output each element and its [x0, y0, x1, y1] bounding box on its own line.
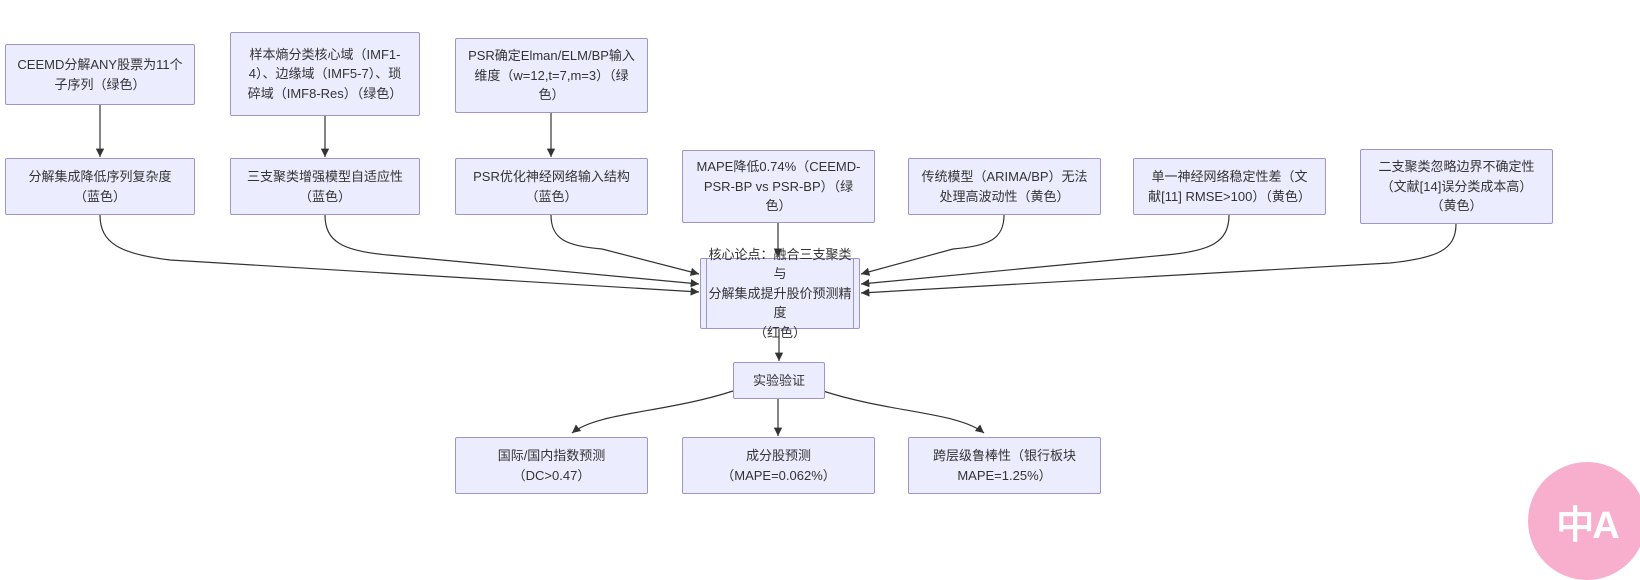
- edge-experiment-to-robustness: [822, 390, 985, 434]
- node-three-way-benefit: 三支聚类增强模型自适应性 （蓝色）: [230, 158, 420, 215]
- edge-experiment-to-index: [571, 390, 734, 434]
- node-sample-entropy: 样本熵分类核心域（IMF1- 4）、边缘域（IMF5-7）、琐 碎域（IMF8-…: [230, 32, 420, 116]
- node-psr-optimization: PSR优化神经网络输入结构 （蓝色）: [455, 158, 648, 215]
- node-decomposition-benefit: 分解集成降低序列复杂度 （蓝色）: [5, 158, 195, 215]
- translate-button-label: 中A: [1556, 504, 1619, 547]
- edge-psropt-to-core: [550, 214, 700, 276]
- translate-button[interactable]: 中A: [1528, 462, 1640, 580]
- node-robustness: 跨层级鲁棒性（银行板块 MAPE=1.25%）: [908, 437, 1101, 494]
- node-traditional-limit: 传统模型（ARIMA/BP）无法 处理高波动性（黄色）: [908, 158, 1101, 215]
- node-experiment-validation: 实验验证: [733, 362, 825, 399]
- edge-twoway-to-core: [860, 223, 1457, 297]
- node-psr-input-dim: PSR确定Elman/ELM/BP输入 维度（w=12,t=7,m=3）（绿 色…: [455, 38, 648, 113]
- node-single-nn-limit: 单一神经网络稳定性差（文 献[11] RMSE>100）（黄色）: [1133, 158, 1326, 215]
- node-two-way-limit: 二支聚类忽略边界不确定性 （文献[14]误分类成本高） （黄色）: [1360, 149, 1553, 224]
- node-core-thesis: 核心论点：融合三支聚类与 分解集成提升股价预测精度 （红色）: [700, 247, 860, 340]
- node-mape-reduction: MAPE降低0.74%（CEEMD- PSR-BP vs PSR-BP）（绿 色…: [682, 150, 875, 223]
- node-ceemd: CEEMD分解ANY股票为11个 子序列（绿色）: [5, 44, 195, 105]
- edge-decomposition-to-core: [99, 214, 700, 296]
- edge-threeway-to-core: [324, 214, 700, 288]
- edge-singlenn-to-core: [860, 214, 1230, 288]
- node-stock-forecast: 成分股预测 （MAPE=0.062%）: [682, 437, 875, 494]
- edge-traditional-to-core: [860, 214, 1005, 276]
- node-index-forecast: 国际/国内指数预测 （DC>0.47）: [455, 437, 648, 494]
